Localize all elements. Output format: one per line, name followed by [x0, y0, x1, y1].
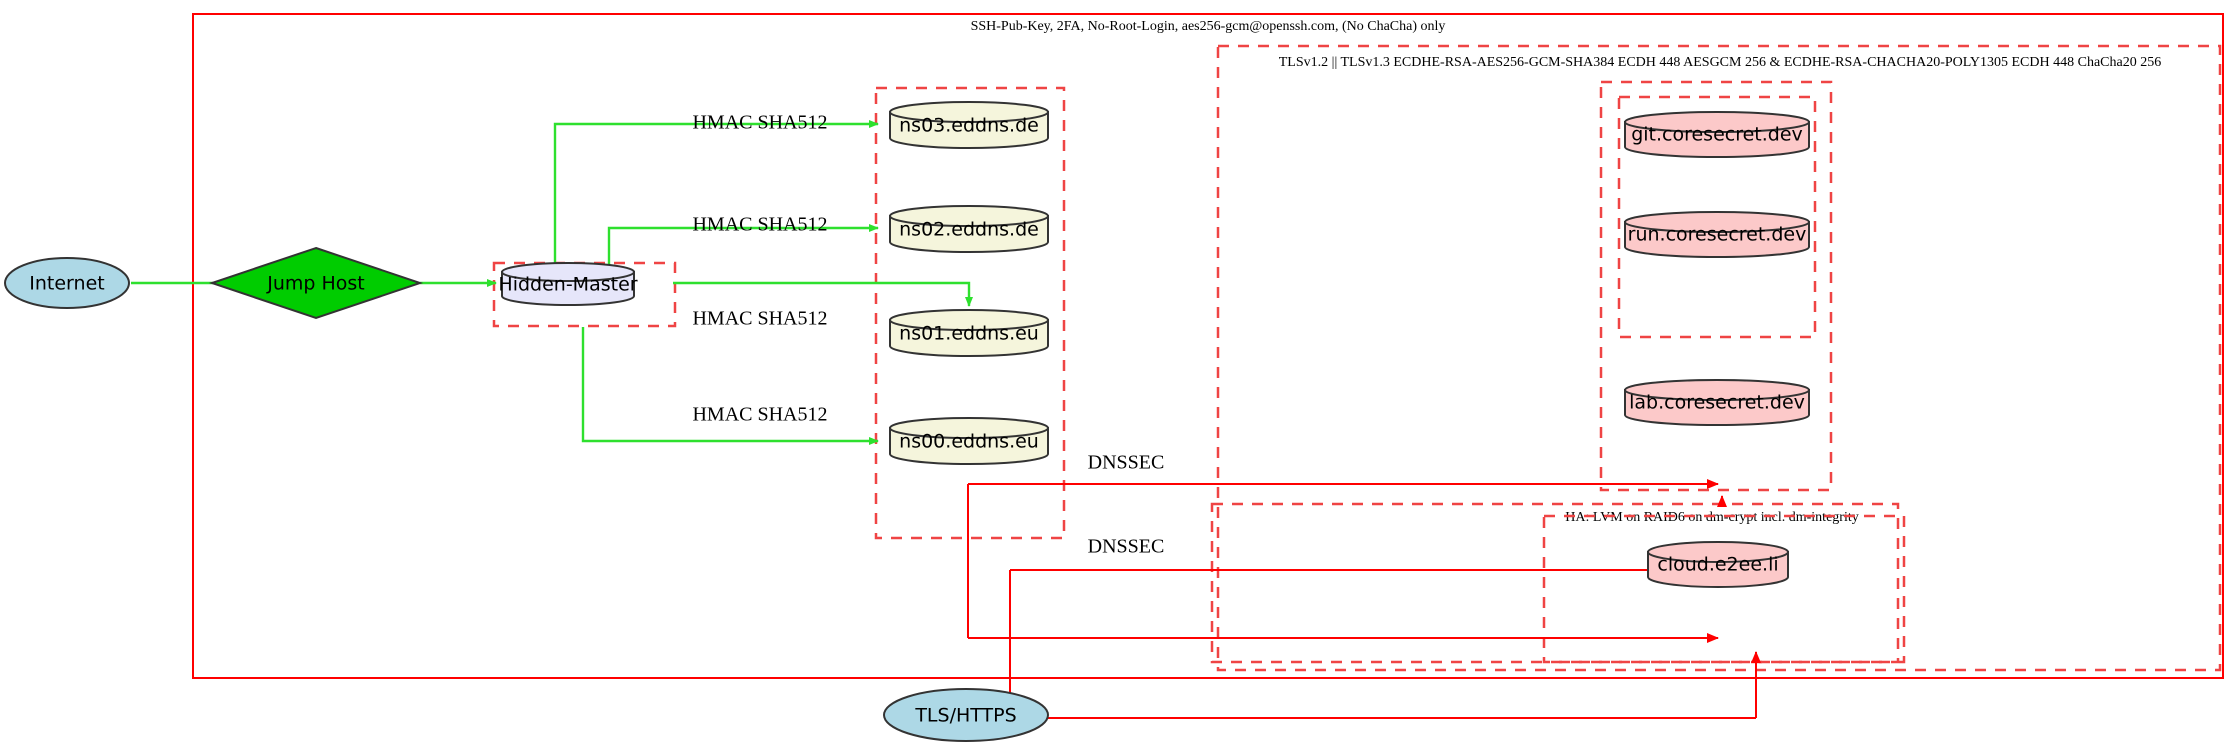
ns02-top — [889, 205, 1049, 227]
internet-label: Internet — [29, 273, 104, 295]
ns00-label: ns00.eddns.eu — [899, 431, 1039, 453]
hidden-master-top — [501, 262, 635, 282]
ns01-label: ns01.eddns.eu — [899, 323, 1039, 345]
node-run-coresecret[interactable]: run.coresecret.dev — [1624, 211, 1810, 258]
jump-host-shape — [208, 246, 424, 320]
node-internet[interactable]: Internet — [4, 257, 130, 309]
edge-label-dnssec-upper: DNSSEC — [1088, 452, 1165, 474]
node-cloud-e2ee[interactable]: cloud.e2ee.li — [1647, 541, 1789, 588]
node-ns03[interactable]: ns03.eddns.de — [889, 101, 1049, 149]
tls-https-label: TLS/HTTPS — [914, 705, 1016, 727]
edge-hiddenmaster-to-ns00 — [581, 327, 879, 445]
ha-inner-box — [1542, 514, 1906, 664]
ha-policy-boundary — [1210, 502, 1900, 664]
lab-top — [1624, 379, 1810, 401]
node-hidden-master[interactable]: Hidden-Master — [498, 262, 638, 306]
run-top — [1624, 211, 1810, 233]
dns-zone-box — [874, 86, 1066, 540]
cloud-top — [1647, 541, 1789, 563]
node-git-coresecret[interactable]: git.coresecret.dev — [1624, 111, 1810, 158]
ssh-policy-label: SSH-Pub-Key, 2FA, No-Root-Login, aes256-… — [971, 19, 1446, 34]
lab-label: lab.coresecret.dev — [1629, 392, 1805, 414]
ns02-label: ns02.eddns.de — [899, 219, 1039, 241]
hidden-master-label: Hidden-Master — [498, 274, 637, 296]
tls-policy-boundary — [1216, 44, 2222, 672]
edge-label-hmac-ns01: HMAC SHA512 — [692, 308, 827, 330]
edge-hiddenmaster-to-ns02 — [607, 224, 879, 265]
ns01-top — [889, 309, 1049, 331]
git-top — [1624, 111, 1810, 133]
node-lab-coresecret[interactable]: lab.coresecret.dev — [1624, 379, 1810, 426]
tls-https-shape — [883, 688, 1049, 742]
edge-label-dnssec-lower: DNSSEC — [1088, 536, 1165, 558]
ns03-top — [889, 101, 1049, 123]
edge-label-hmac-ns03: HMAC SHA512 — [692, 112, 827, 134]
git-label: git.coresecret.dev — [1631, 124, 1803, 146]
node-ns00[interactable]: ns00.eddns.eu — [889, 417, 1049, 465]
ns00-top — [889, 417, 1049, 439]
ns03-label: ns03.eddns.de — [899, 115, 1039, 137]
edge-label-hmac-ns02: HMAC SHA512 — [692, 214, 827, 236]
internet-shape — [4, 257, 130, 309]
jump-host-label: Jump Host — [266, 273, 365, 295]
ssh-policy-boundary — [192, 13, 2224, 679]
node-ns01[interactable]: ns01.eddns.eu — [889, 309, 1049, 357]
edge-hiddenmaster-to-ns03 — [553, 120, 879, 265]
node-jump-host[interactable]: Jump Host — [208, 246, 424, 320]
edge-hiddenmaster-to-ns01 — [673, 281, 973, 307]
node-tls-https[interactable]: TLS/HTTPS — [883, 688, 1049, 742]
ha-policy-label: HA: LVM on RAID6 on dm-crypt incl. dm-in… — [1565, 510, 1858, 525]
node-ns02[interactable]: ns02.eddns.de — [889, 205, 1049, 253]
tls-policy-label: TLSv1.2 || TLSv1.3 ECDHE-RSA-AES256-GCM-… — [1279, 55, 2161, 70]
run-label: run.coresecret.dev — [1628, 224, 1807, 246]
edge-label-hmac-ns00: HMAC SHA512 — [692, 404, 827, 426]
cloud-label: cloud.e2ee.li — [1657, 554, 1778, 576]
